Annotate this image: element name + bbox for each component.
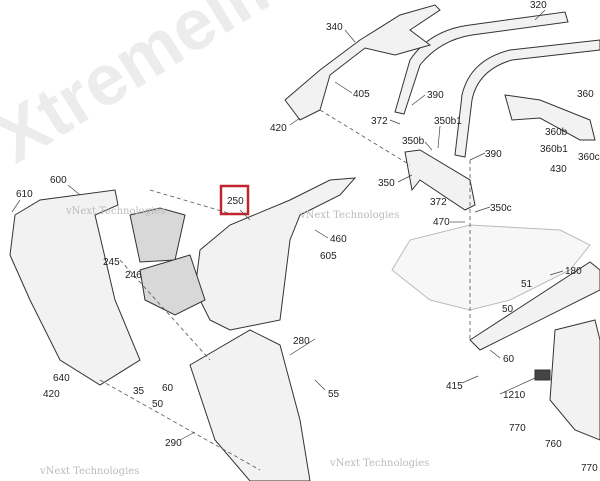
callout-label[interactable]: 60 bbox=[162, 383, 174, 394]
callout-label[interactable]: 180 bbox=[565, 266, 582, 277]
callout-label[interactable]: 420 bbox=[43, 389, 60, 400]
part-600-panel bbox=[9, 189, 141, 386]
callout-label[interactable]: 360b1 bbox=[540, 144, 568, 155]
callout-label[interactable]: 350c bbox=[490, 203, 512, 214]
highlight-box-250 bbox=[219, 184, 250, 216]
callout-label[interactable]: 50 bbox=[152, 399, 164, 410]
callout-label[interactable]: 55 bbox=[328, 389, 340, 400]
watermark: vNext Technologies bbox=[39, 466, 139, 477]
callout-label[interactable]: 360c bbox=[578, 152, 600, 163]
callout-label[interactable]: 420 bbox=[270, 123, 287, 134]
callout-label[interactable]: 390 bbox=[485, 149, 502, 160]
part-350-bracket bbox=[404, 149, 476, 211]
callout-label[interactable]: 350b1 bbox=[434, 116, 462, 127]
leader-lines bbox=[11, 9, 564, 441]
watermark-large: Xtremelife bbox=[0, 0, 319, 179]
part-245-module bbox=[129, 207, 186, 263]
callout-label[interactable]: 360b bbox=[545, 127, 568, 138]
assembly-line bbox=[319, 109, 411, 166]
part-rail-rear bbox=[454, 39, 600, 158]
callout-label[interactable]: 770 bbox=[581, 463, 598, 474]
callout-label[interactable]: 246 bbox=[125, 270, 142, 281]
callout-label[interactable]: 350 bbox=[378, 178, 395, 189]
callout-label[interactable]: 340 bbox=[326, 22, 343, 33]
callout-label[interactable]: 605 bbox=[320, 251, 337, 262]
part-280-base bbox=[189, 329, 311, 481]
callout-label[interactable]: 390 bbox=[427, 90, 444, 101]
callout-label[interactable]: 405 bbox=[353, 89, 370, 100]
callout-label[interactable]: 60 bbox=[503, 354, 515, 365]
watermark-text: vNext Technologies vNext Technologies vN… bbox=[39, 206, 429, 477]
assembly-line bbox=[99, 379, 261, 471]
callout-label[interactable]: 290 bbox=[165, 438, 182, 449]
callout-labels: 340 405 420 320 390 372 350b1 350b 390 3… bbox=[16, 0, 600, 474]
callout-label[interactable]: 640 bbox=[53, 373, 70, 384]
part-floor-panel bbox=[391, 224, 591, 311]
callout-label[interactable]: 760 bbox=[545, 439, 562, 450]
callout-label[interactable]: 770 bbox=[509, 423, 526, 434]
watermark: vNext Technologies bbox=[299, 210, 399, 221]
callout-label[interactable]: 430 bbox=[550, 164, 567, 175]
watermark: vNext Technologies bbox=[329, 458, 429, 469]
part-1210-label bbox=[534, 369, 551, 381]
part-246-module bbox=[139, 254, 206, 316]
part-340-bracket bbox=[284, 4, 441, 121]
callout-label[interactable]: 610 bbox=[16, 189, 33, 200]
callout-label[interactable]: 35 bbox=[133, 386, 145, 397]
callout-label[interactable]: 1210 bbox=[503, 390, 526, 401]
callout-label[interactable]: 360 bbox=[577, 89, 594, 100]
part-250-console bbox=[194, 177, 357, 331]
assembly-line bbox=[119, 259, 211, 361]
callout-label[interactable]: 280 bbox=[293, 336, 310, 347]
callout-label-highlighted[interactable]: 250 bbox=[227, 196, 244, 207]
part-crossmember bbox=[469, 261, 600, 351]
callout-label[interactable]: 50 bbox=[502, 304, 514, 315]
part-360-arm bbox=[504, 94, 596, 141]
callout-label[interactable]: 245 bbox=[103, 257, 120, 268]
part-760-panel bbox=[549, 319, 600, 441]
watermark: vNext Technologies bbox=[65, 206, 165, 217]
callout-label[interactable]: 350b bbox=[402, 136, 425, 147]
callout-label[interactable]: 372 bbox=[371, 116, 388, 127]
callout-label[interactable]: 415 bbox=[446, 381, 463, 392]
callout-label[interactable]: 460 bbox=[330, 234, 347, 245]
callout-label[interactable]: 320 bbox=[530, 0, 547, 11]
callout-label[interactable]: 470 bbox=[433, 217, 450, 228]
callout-label[interactable]: 372 bbox=[430, 197, 447, 208]
callout-label[interactable]: 51 bbox=[521, 279, 533, 290]
callout-label[interactable]: 600 bbox=[50, 175, 67, 186]
